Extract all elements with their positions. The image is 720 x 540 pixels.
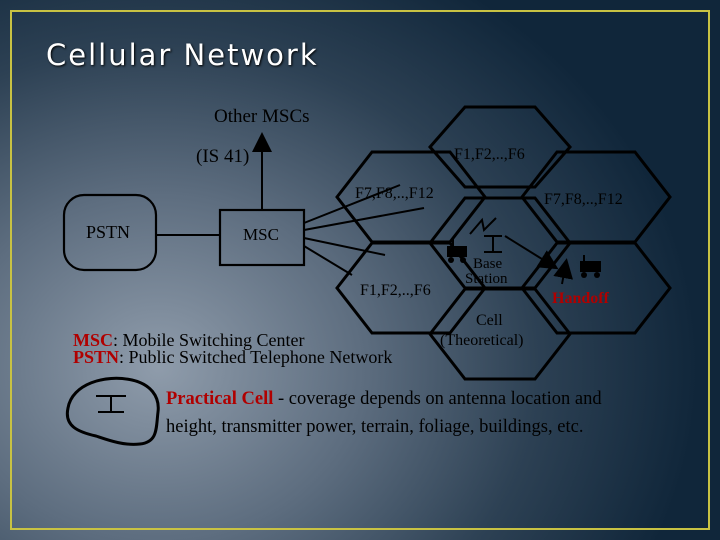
mobile-unit-icon — [447, 239, 467, 263]
handoff-path-arrow — [504, 235, 559, 270]
slide-frame — [10, 10, 710, 530]
practical-antenna-icon — [96, 395, 126, 413]
practical-cell-shape — [65, 376, 160, 446]
cell-top — [428, 105, 572, 189]
practical-cell-line1: Practical Cell - coverage depends on ant… — [166, 389, 602, 409]
antenna-icon — [484, 235, 502, 253]
freq-top-label: F1,F2,..,F6 — [454, 146, 525, 163]
cell-label: Cell — [476, 312, 503, 329]
freq-right-label: F7,F8,..,F12 — [544, 191, 623, 208]
slide-title: Cellular Network — [46, 38, 319, 72]
cell-bottom-right — [520, 241, 672, 335]
station-label: Station — [465, 271, 508, 287]
is41-label: (IS 41) — [196, 146, 249, 167]
cell-bottom — [428, 287, 572, 381]
practical-cell-line2: height, transmitter power, terrain, foli… — [166, 417, 583, 437]
base-label: Base — [473, 256, 503, 272]
theoretical-label: (Theoretical) — [440, 332, 524, 349]
freq-left-label: F7,F8,..,F12 — [355, 185, 434, 202]
msc-link-3 — [303, 237, 386, 256]
pstn-label: PSTN — [86, 222, 130, 242]
practical-cell-desc: - coverage depends on antenna location a… — [273, 389, 602, 409]
msc-link-4 — [303, 245, 353, 276]
legend-msc: MSC: Mobile Switching Center — [73, 330, 304, 350]
handoff-label: Handoff — [552, 290, 610, 307]
other-mscs-label: Other MSCs — [214, 106, 310, 127]
legend-pstn: PSTN: Public Switched Telephone Network — [73, 347, 392, 367]
legend-pstn-desc: : Public Switched Telephone Network — [119, 347, 392, 367]
msc-label: MSC — [243, 225, 279, 244]
msc-link-1 — [303, 184, 401, 224]
signal-bolt-icon — [469, 217, 497, 235]
msc-link-2 — [303, 207, 425, 231]
freq-bottom-label: F1,F2,..,F6 — [360, 282, 431, 299]
legend-msc-abbr: MSC — [73, 330, 113, 350]
legend-pstn-abbr: PSTN — [73, 347, 119, 367]
handoff-pointer-arrow — [553, 258, 573, 285]
practical-cell-term: Practical Cell — [166, 389, 273, 409]
pstn-box — [62, 193, 158, 272]
mobile-unit-handoff-icon — [580, 255, 601, 278]
legend-msc-desc: : Mobile Switching Center — [113, 330, 304, 350]
